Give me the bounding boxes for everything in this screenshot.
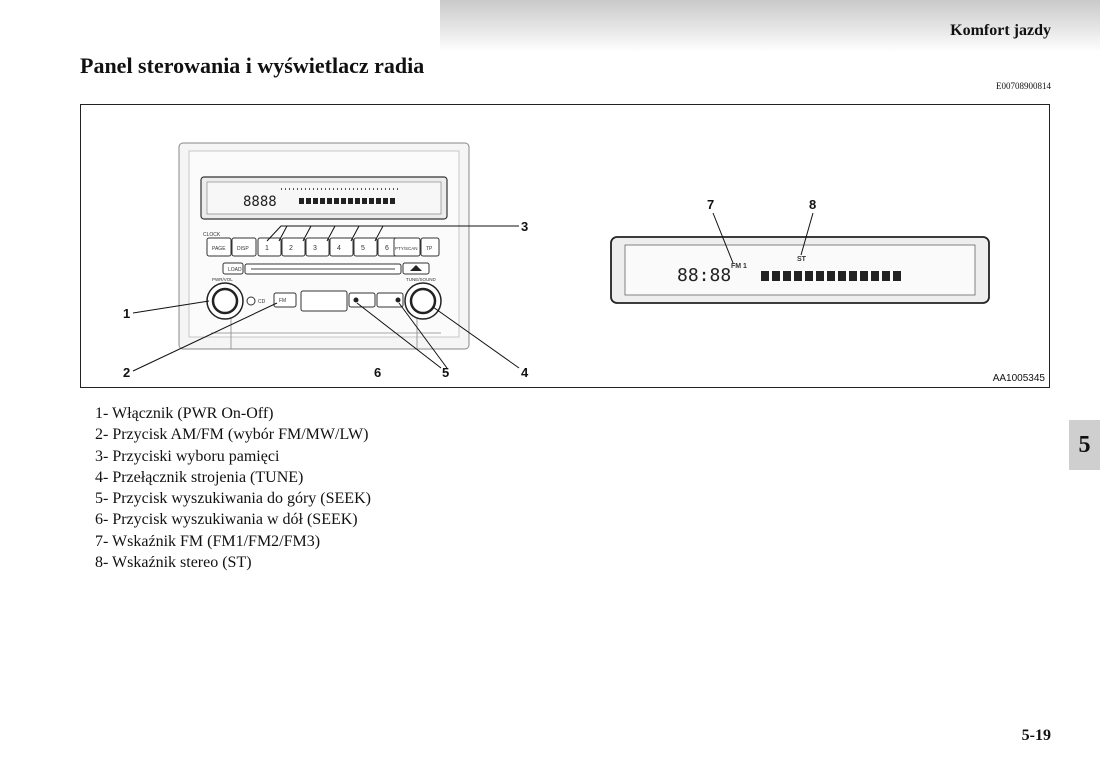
svg-text:5: 5 — [361, 245, 365, 252]
preset-button-4[interactable]: 4 — [329, 237, 354, 257]
display-digits: 8888 — [243, 194, 277, 210]
fm-button[interactable]: FM — [273, 292, 297, 308]
callout-7: 7 — [707, 197, 714, 212]
svg-text:PTY/SCAN: PTY/SCAN — [395, 246, 418, 251]
svg-text:FM: FM — [279, 298, 286, 304]
preset-button-1[interactable]: 1 — [257, 237, 282, 257]
preset-button-2[interactable]: 2 — [281, 237, 306, 257]
radio-panel-figure: 8888 CLOCK PAGE DISP 1 2 — [80, 104, 1050, 388]
legend-item: 1- Włącznik (PWR On-Off) — [95, 405, 274, 422]
callout-8: 8 — [809, 197, 816, 212]
zoom-segment-bar — [761, 271, 901, 281]
document-code: E00708900814 — [996, 81, 1051, 91]
tp-button[interactable]: TP — [420, 237, 440, 257]
callout-6: 6 — [374, 365, 381, 380]
callout-4: 4 — [521, 365, 529, 380]
page-number: 5-19 — [1021, 727, 1051, 744]
st-indicator: ST — [797, 256, 807, 263]
svg-text:TUNE/SOUND: TUNE/SOUND — [406, 277, 437, 282]
page-button[interactable]: PAGE — [206, 237, 232, 257]
callout-3: 3 — [521, 219, 528, 234]
svg-text:PAGE: PAGE — [212, 246, 226, 252]
display-segment-bar — [299, 198, 395, 204]
callout-5: 5 — [442, 365, 449, 380]
header-band — [440, 0, 1100, 52]
disp-button[interactable]: DISP — [231, 237, 257, 257]
zoomed-display: 88:88 FM 1 ST — [610, 236, 990, 304]
preset-button-3[interactable]: 3 — [305, 237, 330, 257]
clock-label: CLOCK — [203, 232, 221, 238]
section-label: Komfort jazdy — [950, 22, 1051, 39]
svg-text:1: 1 — [265, 245, 269, 252]
pty-scan-button[interactable]: PTY/SCAN — [393, 237, 421, 257]
legend-item: 5- Przycisk wyszukiwania do góry (SEEK) — [95, 490, 371, 508]
svg-text:CD: CD — [258, 299, 266, 305]
svg-text:LOAD: LOAD — [228, 267, 242, 273]
page-title: Panel sterowania i wyświetlacz radia — [80, 53, 425, 78]
tune-sound-knob[interactable]: TUNE/SOUND — [404, 277, 442, 320]
leader-lines — [132, 212, 814, 372]
chapter-tab: 5 — [1069, 420, 1100, 470]
seek-down-button[interactable] — [348, 292, 376, 308]
fm-indicator: FM 1 — [731, 263, 747, 270]
legend-list: 1- Włącznik (PWR On-Off) 2- Przycisk AM/… — [95, 403, 371, 573]
legend-item: 3- Przyciski wyboru pamięci — [95, 447, 280, 465]
callout-2: 2 — [123, 365, 130, 380]
legend-item: 2- Przycisk AM/FM (wybór FM/MW/LW) — [95, 426, 369, 444]
legend-item: 6- Przycisk wyszukiwania w dół (SEEK) — [95, 511, 358, 529]
eject-button[interactable] — [402, 262, 430, 275]
svg-text:6: 6 — [385, 245, 389, 252]
figure-code: AA1005345 — [992, 373, 1045, 384]
seek-up-button[interactable] — [376, 292, 404, 308]
callout-1: 1 — [123, 306, 130, 321]
radio-panel-illustration: 8888 CLOCK PAGE DISP 1 2 — [123, 142, 990, 380]
svg-text:DISP: DISP — [237, 246, 249, 252]
zoom-display-digits: 88:88 — [677, 265, 731, 286]
svg-text:4: 4 — [337, 245, 341, 252]
load-button[interactable]: LOAD — [222, 262, 244, 275]
cd-button[interactable]: CD — [246, 296, 266, 306]
pwr-vol-knob[interactable]: PWR/VOL — [206, 277, 244, 320]
legend-item: 4- Przełącznik strojenia (TUNE) — [95, 468, 304, 486]
svg-text:PWR/VOL: PWR/VOL — [212, 277, 233, 282]
svg-text:TP: TP — [426, 246, 433, 252]
legend-item: 7- Wskaźnik FM (FM1/FM2/FM3) — [95, 532, 321, 550]
svg-text:3: 3 — [313, 245, 317, 252]
svg-text:2: 2 — [289, 245, 293, 252]
preset-button-5[interactable]: 5 — [353, 237, 378, 257]
center-panel — [300, 290, 348, 312]
legend-item: 8- Wskaźnik stereo (ST) — [95, 554, 252, 572]
